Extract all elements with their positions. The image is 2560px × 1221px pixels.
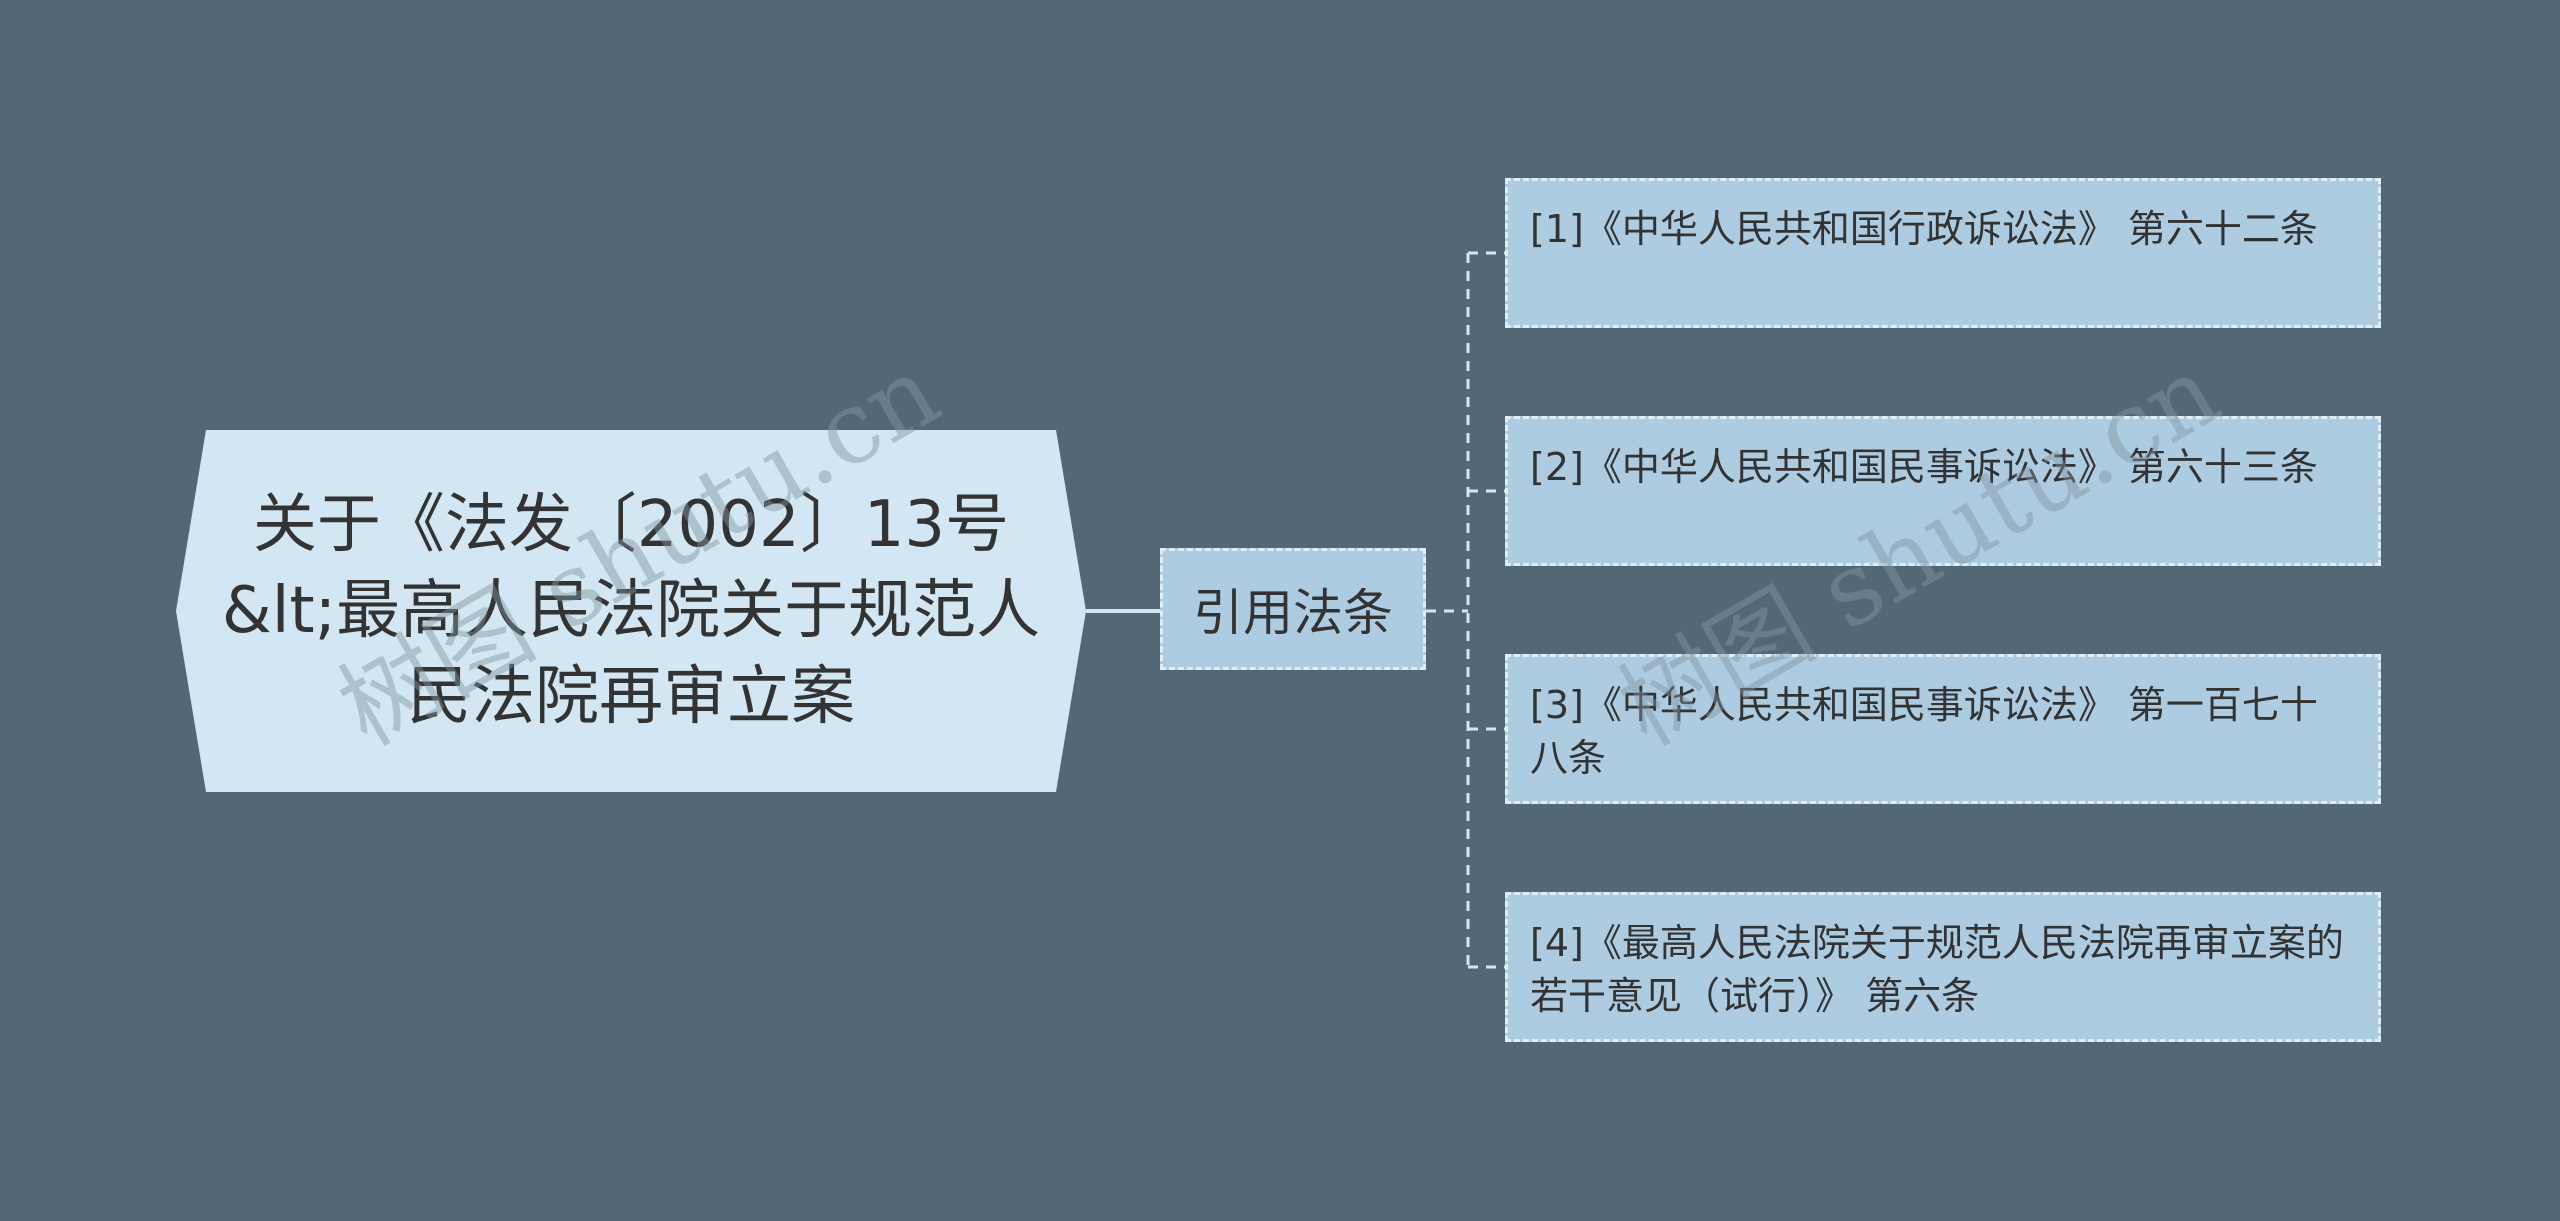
leaf-node-4-label: [4]《最高人民法院关于规范人民法院再审立案的若干意见（试行）》 第六条 (1530, 921, 2344, 1018)
root-topic-label: 关于《法发〔2002〕13号&lt;最高人民法院关于规范人民法院再审立案 (221, 488, 1041, 734)
leaf-node-2[interactable]: [2]《中华人民共和国民事诉讼法》 第六十三条 (1505, 416, 2381, 566)
leaf-node-3[interactable]: [3]《中华人民共和国民事诉讼法》 第一百七十八条 (1505, 654, 2381, 804)
leaf-node-1-label: [1]《中华人民共和国行政诉讼法》 第六十二条 (1530, 207, 2318, 251)
leaf-node-3-label: [3]《中华人民共和国民事诉讼法》 第一百七十八条 (1530, 683, 2318, 780)
leaf-node-1[interactable]: [1]《中华人民共和国行政诉讼法》 第六十二条 (1505, 178, 2381, 328)
leaf-node-2-label: [2]《中华人民共和国民事诉讼法》 第六十三条 (1530, 445, 2318, 489)
leaf-node-4[interactable]: [4]《最高人民法院关于规范人民法院再审立案的若干意见（试行）》 第六条 (1505, 892, 2381, 1042)
branch-node-label: 引用法条 (1193, 584, 1393, 642)
branch-node-cited-articles[interactable]: 引用法条 (1160, 548, 1426, 670)
root-topic-node[interactable]: 关于《法发〔2002〕13号&lt;最高人民法院关于规范人民法院再审立案 (176, 430, 1086, 792)
